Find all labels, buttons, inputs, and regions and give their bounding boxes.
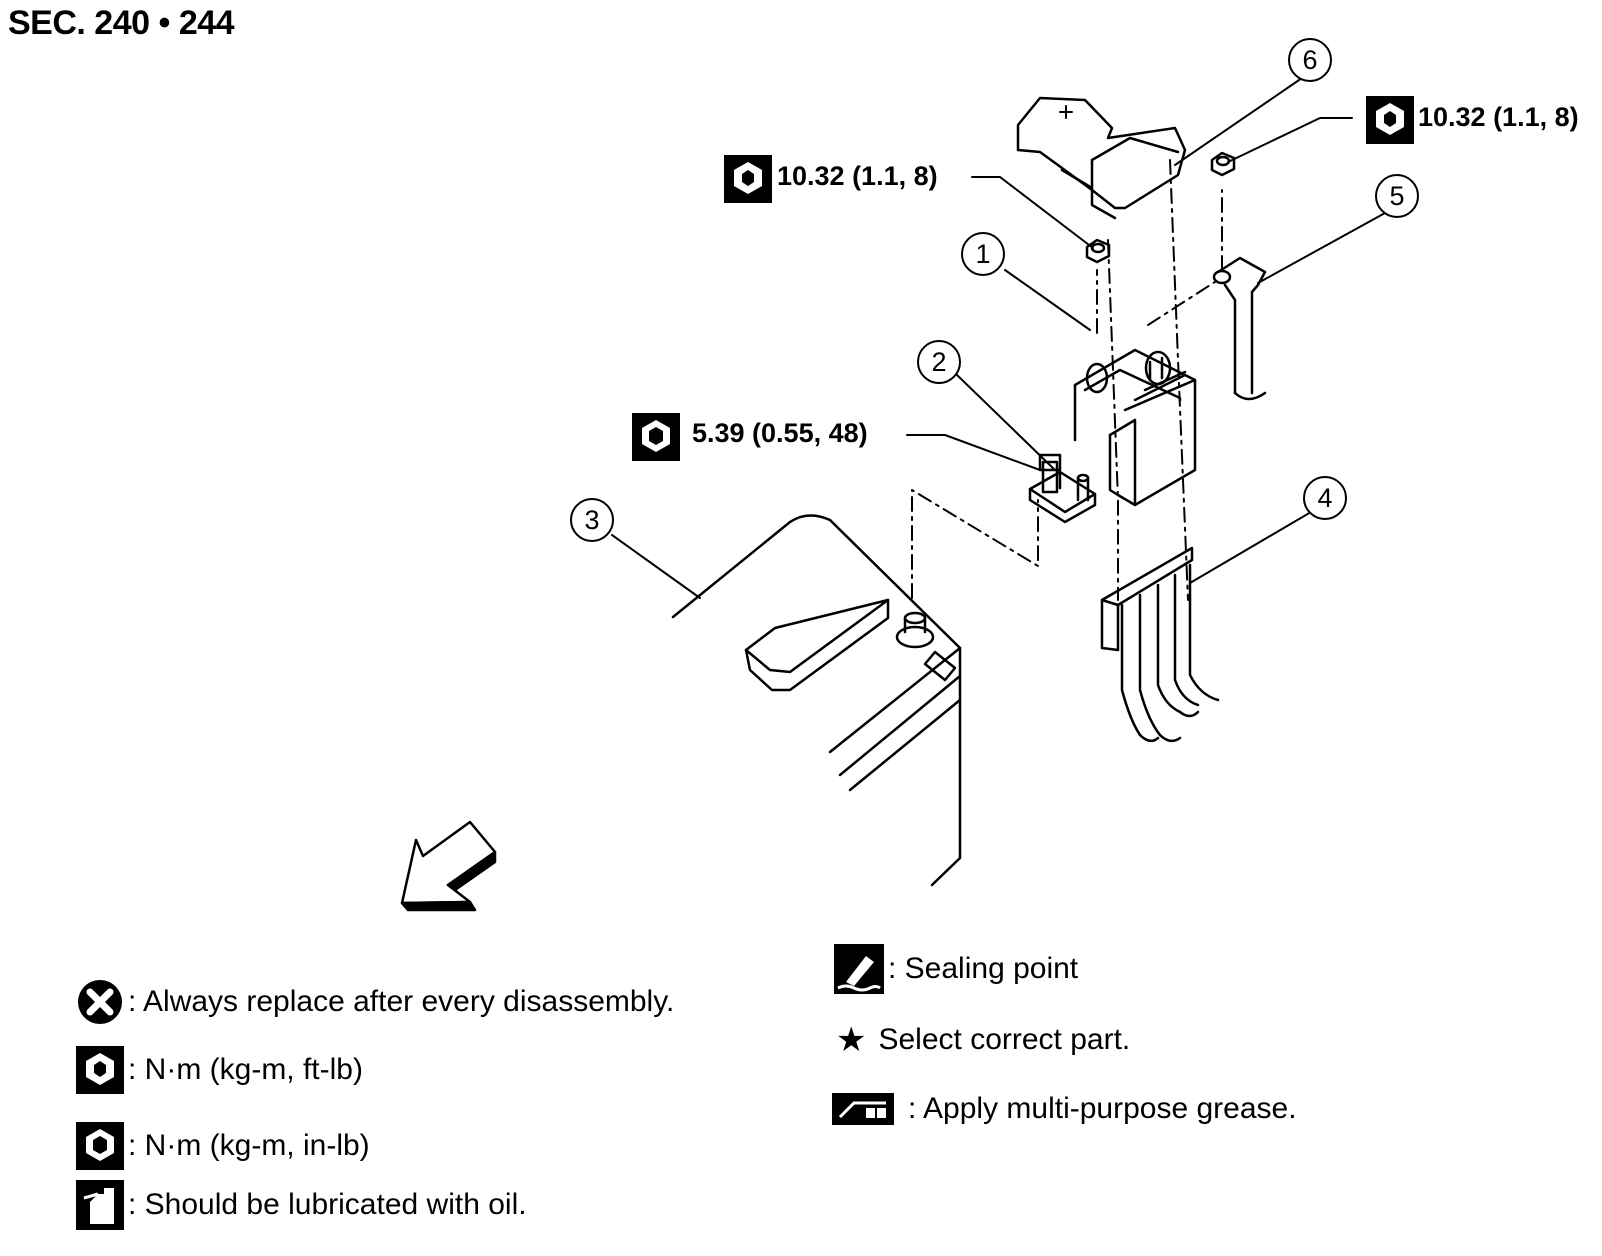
legend-torque-in-lb-text: : N·m (kg-m, in-lb) — [128, 1129, 370, 1162]
oil-can-icon — [76, 1180, 124, 1230]
torque-spec-nut-right: 10.32 (1.1, 8) — [1418, 102, 1579, 132]
legend-torque-in-lb: : N·m (kg-m, in-lb) — [76, 1122, 370, 1170]
nut-right — [1210, 151, 1236, 177]
terminal-bolt — [1028, 453, 1097, 524]
alignment-lines — [911, 159, 1223, 601]
legend-torque-ft-lb-text: : N·m (kg-m, ft-lb) — [128, 1053, 363, 1086]
fusible-link-holder — [1073, 348, 1197, 507]
nut-left — [1085, 238, 1111, 264]
legend-grease: : Apply multi-purpose grease. — [832, 1092, 1297, 1126]
callout-5: 5 — [1375, 174, 1419, 218]
callout-2: 2 — [917, 340, 961, 384]
legend-oil: : Should be lubricated with oil. — [76, 1180, 527, 1230]
front-arrow-icon — [400, 820, 497, 912]
callout-3: 3 — [570, 498, 614, 542]
legend-select-part: ★ Select correct part. — [836, 1020, 1130, 1060]
torque-wrench-solid-icon — [632, 413, 680, 461]
legend-oil-text: : Should be lubricated with oil. — [128, 1188, 527, 1221]
terminal-cover — [1016, 96, 1187, 220]
torque-spec-terminal: 5.39 (0.55, 48) — [692, 418, 868, 448]
harness-connector — [1100, 546, 1220, 743]
cable-terminal — [1212, 256, 1267, 401]
legend-grease-text: : Apply multi-purpose grease. — [908, 1092, 1297, 1125]
legend-select-part-text: Select correct part. — [878, 1023, 1131, 1056]
sealing-icon — [834, 944, 884, 994]
grease-icon — [832, 1093, 894, 1125]
callout-1: 1 — [961, 232, 1005, 276]
section-title: SEC. 240 • 244 — [8, 4, 235, 42]
star-icon: ★ — [836, 1021, 867, 1059]
torque-wrench-solid-icon — [76, 1122, 124, 1170]
legend-sealing-text: : Sealing point — [888, 952, 1079, 985]
legend-torque-ft-lb: : N·m (kg-m, ft-lb) — [76, 1046, 363, 1094]
legend-replace-text: : Always replace after every disassembly… — [128, 985, 675, 1018]
callout-6: 6 — [1288, 38, 1332, 82]
torque-wrench-icon — [724, 155, 772, 203]
legend-replace: : Always replace after every disassembly… — [76, 978, 674, 1026]
replace-icon — [78, 980, 122, 1024]
callout-4: 4 — [1303, 476, 1347, 520]
legend-sealing: : Sealing point — [834, 944, 1078, 994]
torque-spec-nut-left: 10.32 (1.1, 8) — [777, 161, 938, 191]
torque-wrench-icon — [1366, 96, 1414, 144]
torque-wrench-icon — [76, 1046, 124, 1094]
battery — [671, 514, 962, 887]
leader-lines — [611, 77, 1386, 599]
